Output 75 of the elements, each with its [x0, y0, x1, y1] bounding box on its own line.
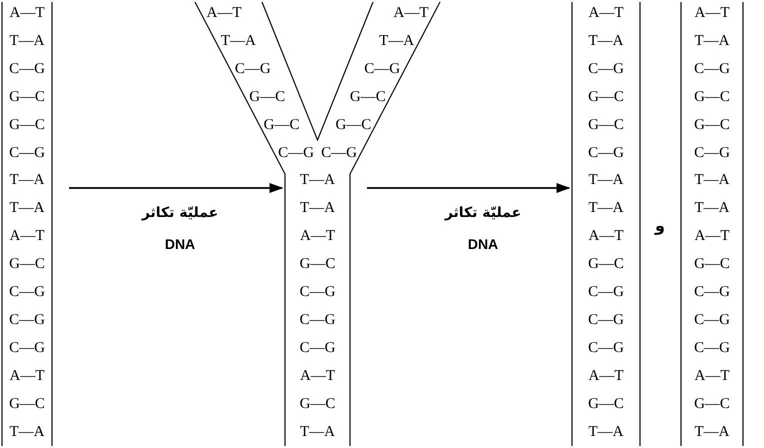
- base-pair: G—C: [693, 88, 731, 107]
- base-pair: G—C: [249, 88, 286, 107]
- base-pair: C—G: [298, 283, 336, 302]
- base-pair: A—T: [588, 227, 624, 246]
- base-pair: C—G: [693, 144, 731, 163]
- base-pair: G—C: [350, 88, 386, 107]
- base-pair: T—A: [694, 422, 730, 442]
- base-pair: T—A: [588, 422, 624, 442]
- base-pair: A—T: [588, 4, 624, 24]
- base-pair: G—C: [587, 116, 625, 135]
- dna-label: DNA: [468, 236, 498, 252]
- base-pair: T—A: [588, 199, 624, 218]
- base-pair: C—G: [587, 144, 625, 163]
- base-pair: G—C: [693, 394, 731, 414]
- dna-label: DNA: [164, 236, 196, 252]
- base-pair: C—G: [234, 60, 271, 79]
- base-pair: T—A: [8, 422, 46, 442]
- base-pair: G—C: [693, 255, 731, 274]
- base-pair: C—G: [8, 283, 46, 302]
- base-pair: C—G: [298, 310, 336, 330]
- base-pair: A—T: [694, 227, 730, 246]
- base-pair: G—C: [298, 255, 336, 274]
- base-pair: A—T: [393, 4, 429, 24]
- base-pair: A—T: [694, 366, 730, 386]
- base-pair: T—A: [694, 199, 730, 218]
- base-pair: C—G: [321, 144, 357, 163]
- base-pair: G—C: [8, 116, 46, 135]
- base-pair: G—C: [264, 116, 300, 135]
- arrow: [69, 183, 283, 193]
- base-pair: A—T: [694, 4, 730, 24]
- base-pair: A—T: [206, 4, 242, 24]
- arrow: [367, 183, 570, 193]
- base-pair: T—A: [299, 199, 336, 218]
- base-pair: C—G: [278, 144, 314, 163]
- base-pair: C—G: [8, 144, 46, 163]
- base-pair: A—T: [299, 227, 336, 246]
- base-pair: C—G: [587, 283, 625, 302]
- base-pair: C—G: [693, 283, 731, 302]
- base-pair: T—A: [694, 171, 730, 190]
- base-pair: C—G: [693, 311, 731, 330]
- base-pair: T—A: [8, 32, 46, 51]
- base-pair: G—C: [8, 88, 46, 107]
- base-pair: T—A: [8, 199, 46, 218]
- base-pair: T—A: [220, 32, 256, 51]
- base-pair: G—C: [335, 116, 372, 135]
- base-pair: C—G: [8, 60, 46, 79]
- base-pair: C—G: [364, 60, 400, 79]
- base-pair: G—C: [587, 394, 625, 414]
- base-pair: T—A: [299, 171, 336, 190]
- base-pair: G—C: [298, 394, 336, 414]
- base-pair: T—A: [588, 171, 624, 190]
- base-pair: A—T: [8, 227, 46, 246]
- base-pair: A—T: [588, 366, 624, 386]
- base-pair: C—G: [693, 60, 731, 79]
- base-pair: A—T: [8, 4, 46, 24]
- base-pair: C—G: [587, 60, 625, 79]
- base-pair: T—A: [8, 171, 46, 190]
- base-pair: T—A: [299, 422, 336, 442]
- base-pair: G—C: [587, 88, 625, 107]
- base-pair: G—C: [693, 116, 731, 135]
- conjunction-label: و: [655, 216, 665, 235]
- base-pair: C—G: [8, 311, 46, 330]
- base-pair: G—C: [8, 394, 46, 414]
- base-pair: C—G: [8, 338, 46, 358]
- base-pair: T—A: [694, 32, 730, 51]
- base-pair: T—A: [588, 32, 624, 51]
- base-pair: A—T: [8, 366, 46, 386]
- base-pair: C—G: [298, 338, 336, 358]
- base-pair: C—G: [587, 311, 625, 330]
- base-pair: G—C: [587, 255, 625, 274]
- base-pair: G—C: [8, 255, 46, 274]
- base-pair: T—A: [378, 32, 415, 51]
- base-pair: C—G: [693, 338, 731, 358]
- base-pair: C—G: [587, 338, 625, 358]
- base-pair: A—T: [299, 366, 336, 386]
